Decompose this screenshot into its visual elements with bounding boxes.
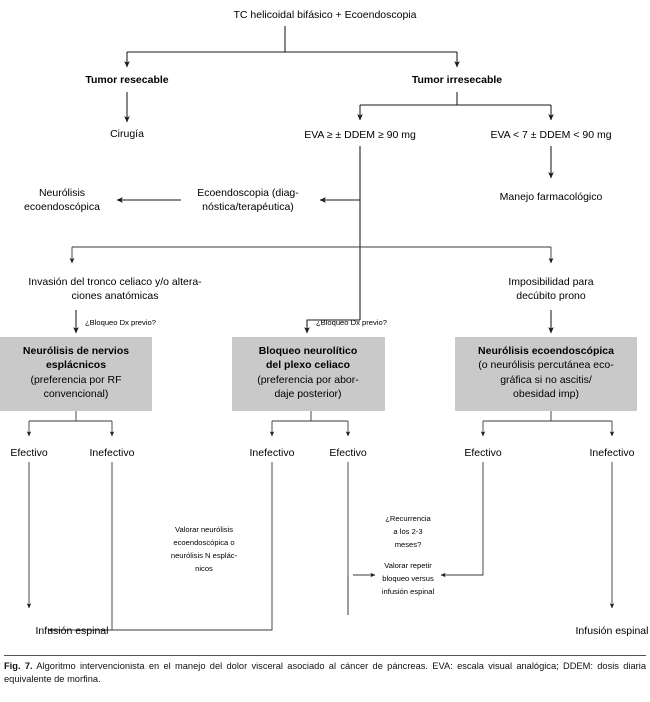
caption-body: Algoritmo intervencionista en el manejo … (4, 661, 646, 684)
node-cirugia: Cirugía (110, 128, 144, 140)
box2-line4: daje posterior) (274, 388, 341, 400)
note-recurrencia-line3: meses? (395, 540, 422, 549)
box2-line2: del plexo celiaco (266, 359, 350, 371)
note-recurrencia-line1: ¿Recurrencia (385, 514, 431, 523)
box3-line4: obesidad imp) (513, 388, 579, 400)
box2-line3: (preferencia por abor- (257, 374, 359, 386)
box1-line2: esplácnicos (46, 359, 106, 371)
label-bloqueo-dx-mid: ¿Bloqueo Dx previo? (316, 318, 387, 327)
node-infusion-espinal-right: Infusión espinal (576, 625, 649, 637)
note-repetir-line2-b: versus (411, 574, 434, 583)
box2-line1: Bloqueo neurolítico (259, 345, 358, 357)
flowchart-diagram: TC helicoidal bifásico + Ecoendoscopia T… (0, 9, 649, 637)
outcome-box2-efectivo: Efectivo (329, 447, 367, 459)
note-repetir-line2: bloqueo versus (382, 574, 434, 583)
box3-line3: gráfica si no ascitis/ (500, 374, 592, 386)
outcome-box2-inefectivo: Inefectivo (250, 447, 295, 459)
node-ecoendoscopia-line2: nóstica/terapéutica) (202, 201, 294, 213)
node-ecoendoscopia-line1: Ecoendoscopia (diag- (197, 187, 299, 199)
node-tumor-irresecable: Tumor irresecable (412, 74, 502, 86)
node-neurolisis-ecoendoscopica-line1: Neurólisis (39, 187, 85, 199)
box3-line2: (o neurólisis percutánea eco- (478, 359, 614, 371)
note-valorar-line4: nicos (195, 564, 213, 573)
node-tumor-resecable: Tumor resecable (85, 74, 168, 86)
note-valorar-line1: Valorar neurólisis (175, 525, 233, 534)
outcome-box1-inefectivo: Inefectivo (90, 447, 135, 459)
note-repetir-line3: infusión espinal (382, 587, 435, 596)
box-neurolisis-ecoendoscopica (455, 337, 637, 411)
note-valorar-line2: ecoendoscópica o (173, 538, 234, 547)
note-repetir-line1: Valorar repetir (384, 561, 432, 570)
note-valorar-line3: neurólisis N esplác- (171, 551, 238, 560)
caption-label: Fig. 7. (4, 661, 33, 671)
node-eva-alta: EVA ≥ ± DDEM ≥ 90 mg (304, 129, 416, 141)
box1-line1: Neurólisis de nervios (23, 345, 129, 357)
caption-divider (4, 655, 646, 656)
note-repetir-line2-a: bloqueo (382, 574, 411, 583)
outcome-box1-efectivo: Efectivo (10, 447, 48, 459)
node-root: TC helicoidal bifásico + Ecoendoscopia (234, 9, 417, 21)
node-invasion-line2: ciones anatómicas (72, 290, 159, 302)
node-invasion-line1: Invasión del tronco celiaco y/o altera- (28, 276, 202, 288)
figure-caption: Fig. 7. Algoritmo intervencionista en el… (0, 655, 650, 685)
node-eva-baja: EVA < 7 ± DDEM < 90 mg (490, 129, 611, 141)
outcome-box3-efectivo: Efectivo (464, 447, 502, 459)
node-imposibilidad-line2: decúbito prono (516, 290, 586, 302)
box-neurolisis-nervios-esplacnicos (0, 337, 152, 411)
node-manejo-farmacologico: Manejo farmacológico (500, 191, 603, 203)
box3-line1: Neurólisis ecoendoscópica (478, 345, 614, 357)
node-neurolisis-ecoendoscopica-line2: ecoendoscópica (24, 201, 100, 213)
box-bloqueo-neurolitico-plexo-celiaco (232, 337, 385, 411)
box1-line4: convencional) (44, 388, 109, 400)
label-bloqueo-dx-left: ¿Bloqueo Dx previo? (85, 318, 156, 327)
node-infusion-espinal-left: Infusión espinal (36, 625, 109, 637)
node-imposibilidad-line1: Imposibilidad para (508, 276, 593, 288)
box1-line3: (preferencia por RF (30, 374, 121, 386)
note-recurrencia-line2: a los 2-3 (393, 527, 422, 536)
outcome-box3-inefectivo: Inefectivo (590, 447, 635, 459)
